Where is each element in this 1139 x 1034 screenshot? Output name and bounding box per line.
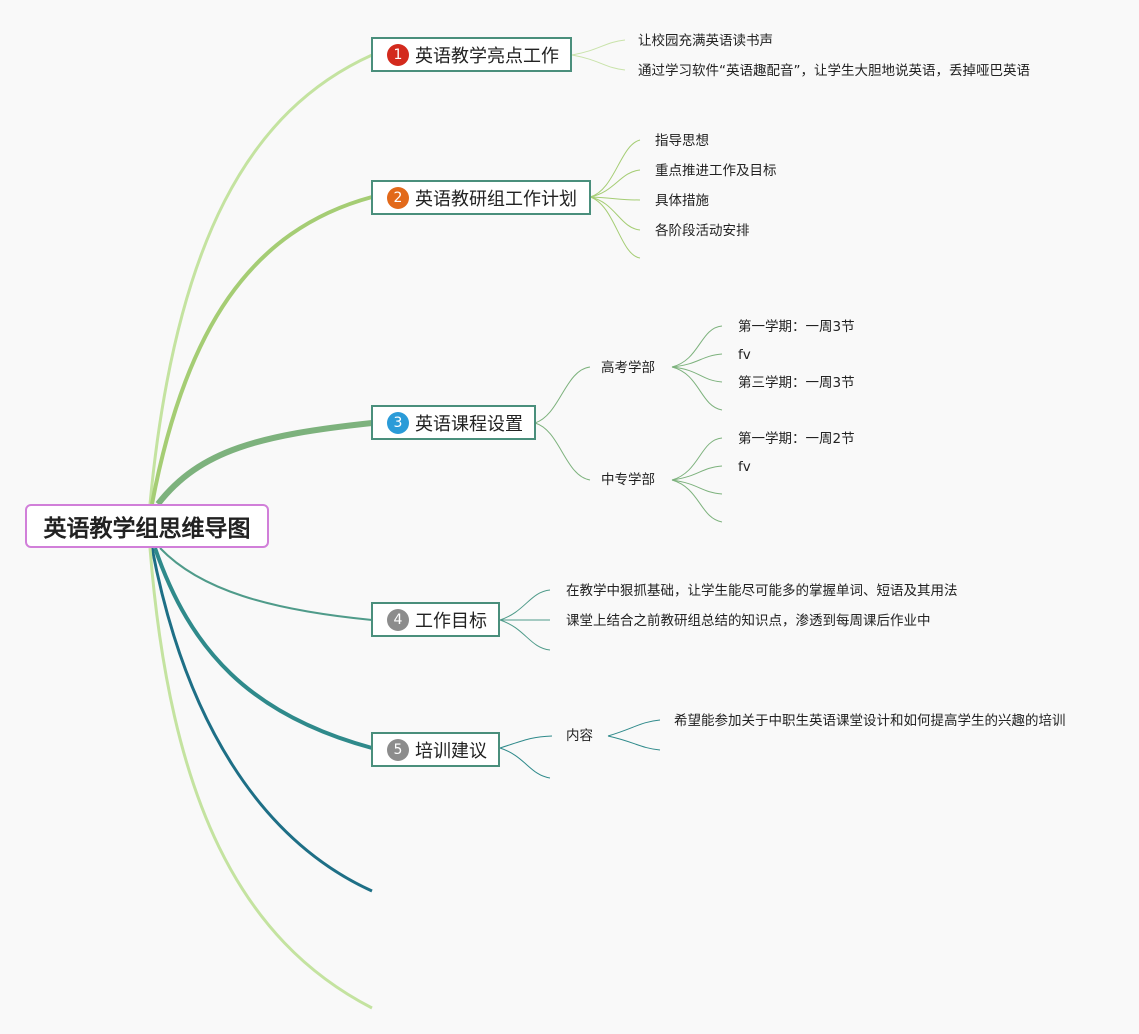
root-title: 英语教学组思维导图 [43,516,251,542]
subtopic-content[interactable]: 内容 [566,728,593,744]
subtopic-zhongzhuan[interactable]: 中专学部 [601,472,655,488]
branch-label: 工作目标 [415,610,487,632]
branch-topic-1[interactable]: 1 英语教学亮点工作 [371,37,572,72]
number-5-icon: 5 [387,738,409,761]
branch-label: 英语教研组工作计划 [415,188,577,210]
number-2-icon: 2 [387,186,409,209]
leaf-topic[interactable]: 希望能参加关于中职生英语课堂设计和如何提高学生的兴趣的培训 [674,713,1066,729]
branch-topic-2[interactable]: 2 英语教研组工作计划 [371,180,591,215]
leaf-topic[interactable]: 在教学中狠抓基础，让学生能尽可能多的掌握单词、短语及其用法 [566,583,958,599]
root-topic[interactable]: 英语教学组思维导图 [25,504,269,548]
link-empty-1 [150,547,373,893]
leaf-topic[interactable]: 通过学习软件“英语趣配音”，让学生大胆地说英语，丢掉哑巴英语 [638,63,1030,79]
number-3-icon: 3 [387,411,409,434]
leaf-topic[interactable]: 让校园充满英语读书声 [638,33,773,49]
leaf-topic[interactable]: 课堂上结合之前教研组总结的知识点，渗透到每周课后作业中 [566,613,931,629]
subtopic-gaokao[interactable]: 高考学部 [601,360,655,376]
branch-topic-3[interactable]: 3 英语课程设置 [371,405,536,440]
link-branch-3 [155,420,373,506]
leaf-topic[interactable]: 第一学期：一周3节 [738,319,855,335]
number-1-icon: 1 [387,43,409,66]
link-branch-2 [150,195,373,505]
number-4-icon: 4 [387,608,409,631]
leaf-topic[interactable]: 各阶段活动安排 [655,223,750,239]
link-branch-5 [153,547,373,750]
leaf-topic[interactable]: 具体措施 [655,193,709,209]
leaf-topic[interactable]: 第三学期：一周3节 [738,375,855,391]
branch-label: 英语课程设置 [415,413,523,435]
leaf-topic[interactable]: fv [738,459,751,475]
branch-topic-4[interactable]: 4 工作目标 [371,602,500,637]
link-branch-1 [148,53,373,505]
leaf-topic[interactable]: 重点推进工作及目标 [655,163,777,179]
branch-label: 培训建议 [415,740,487,762]
link-empty-2 [148,547,373,1010]
leaf-topic[interactable]: 第一学期：一周2节 [738,431,855,447]
branch-topic-5[interactable]: 5 培训建议 [371,732,500,767]
leaf-topic[interactable]: fv [738,347,751,363]
link-branch-4 [159,547,373,621]
branch-label: 英语教学亮点工作 [415,45,559,67]
leaf-topic[interactable]: 指导思想 [655,133,709,149]
